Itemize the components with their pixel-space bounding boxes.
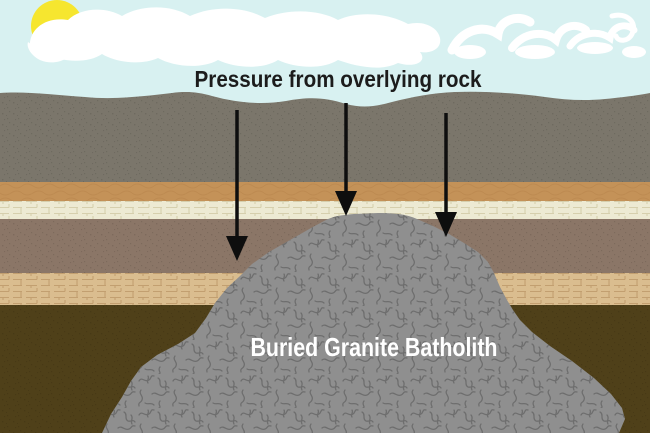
pressure-label: Pressure from overlying rock — [195, 66, 482, 92]
cloud-puff-1 — [454, 45, 486, 59]
pressure-arrows-group — [226, 103, 457, 261]
cloud-puff-3 — [577, 42, 613, 54]
cloud-puff-2 — [515, 45, 555, 59]
limestone-texture — [0, 201, 650, 219]
cloud-main-mass — [29, 7, 441, 68]
cloud-curl-2 — [508, 21, 590, 52]
upper-sandstone-texture — [0, 182, 650, 201]
pressure-arrow-head — [226, 236, 248, 261]
cloud-band — [27, 7, 646, 68]
cloud-sun-swirl — [27, 42, 72, 63]
cloud-curl-3 — [566, 22, 638, 50]
surface-rock-texture — [0, 91, 650, 183]
batholith-label: Buried Granite Batholith — [251, 332, 498, 362]
pressure-arrow-head — [335, 191, 357, 216]
cloud-puff-4 — [622, 46, 646, 58]
cloud-curl-1 — [447, 14, 535, 55]
cloud-curl-4 — [609, 12, 636, 43]
pressure-arrow-head — [435, 212, 457, 237]
